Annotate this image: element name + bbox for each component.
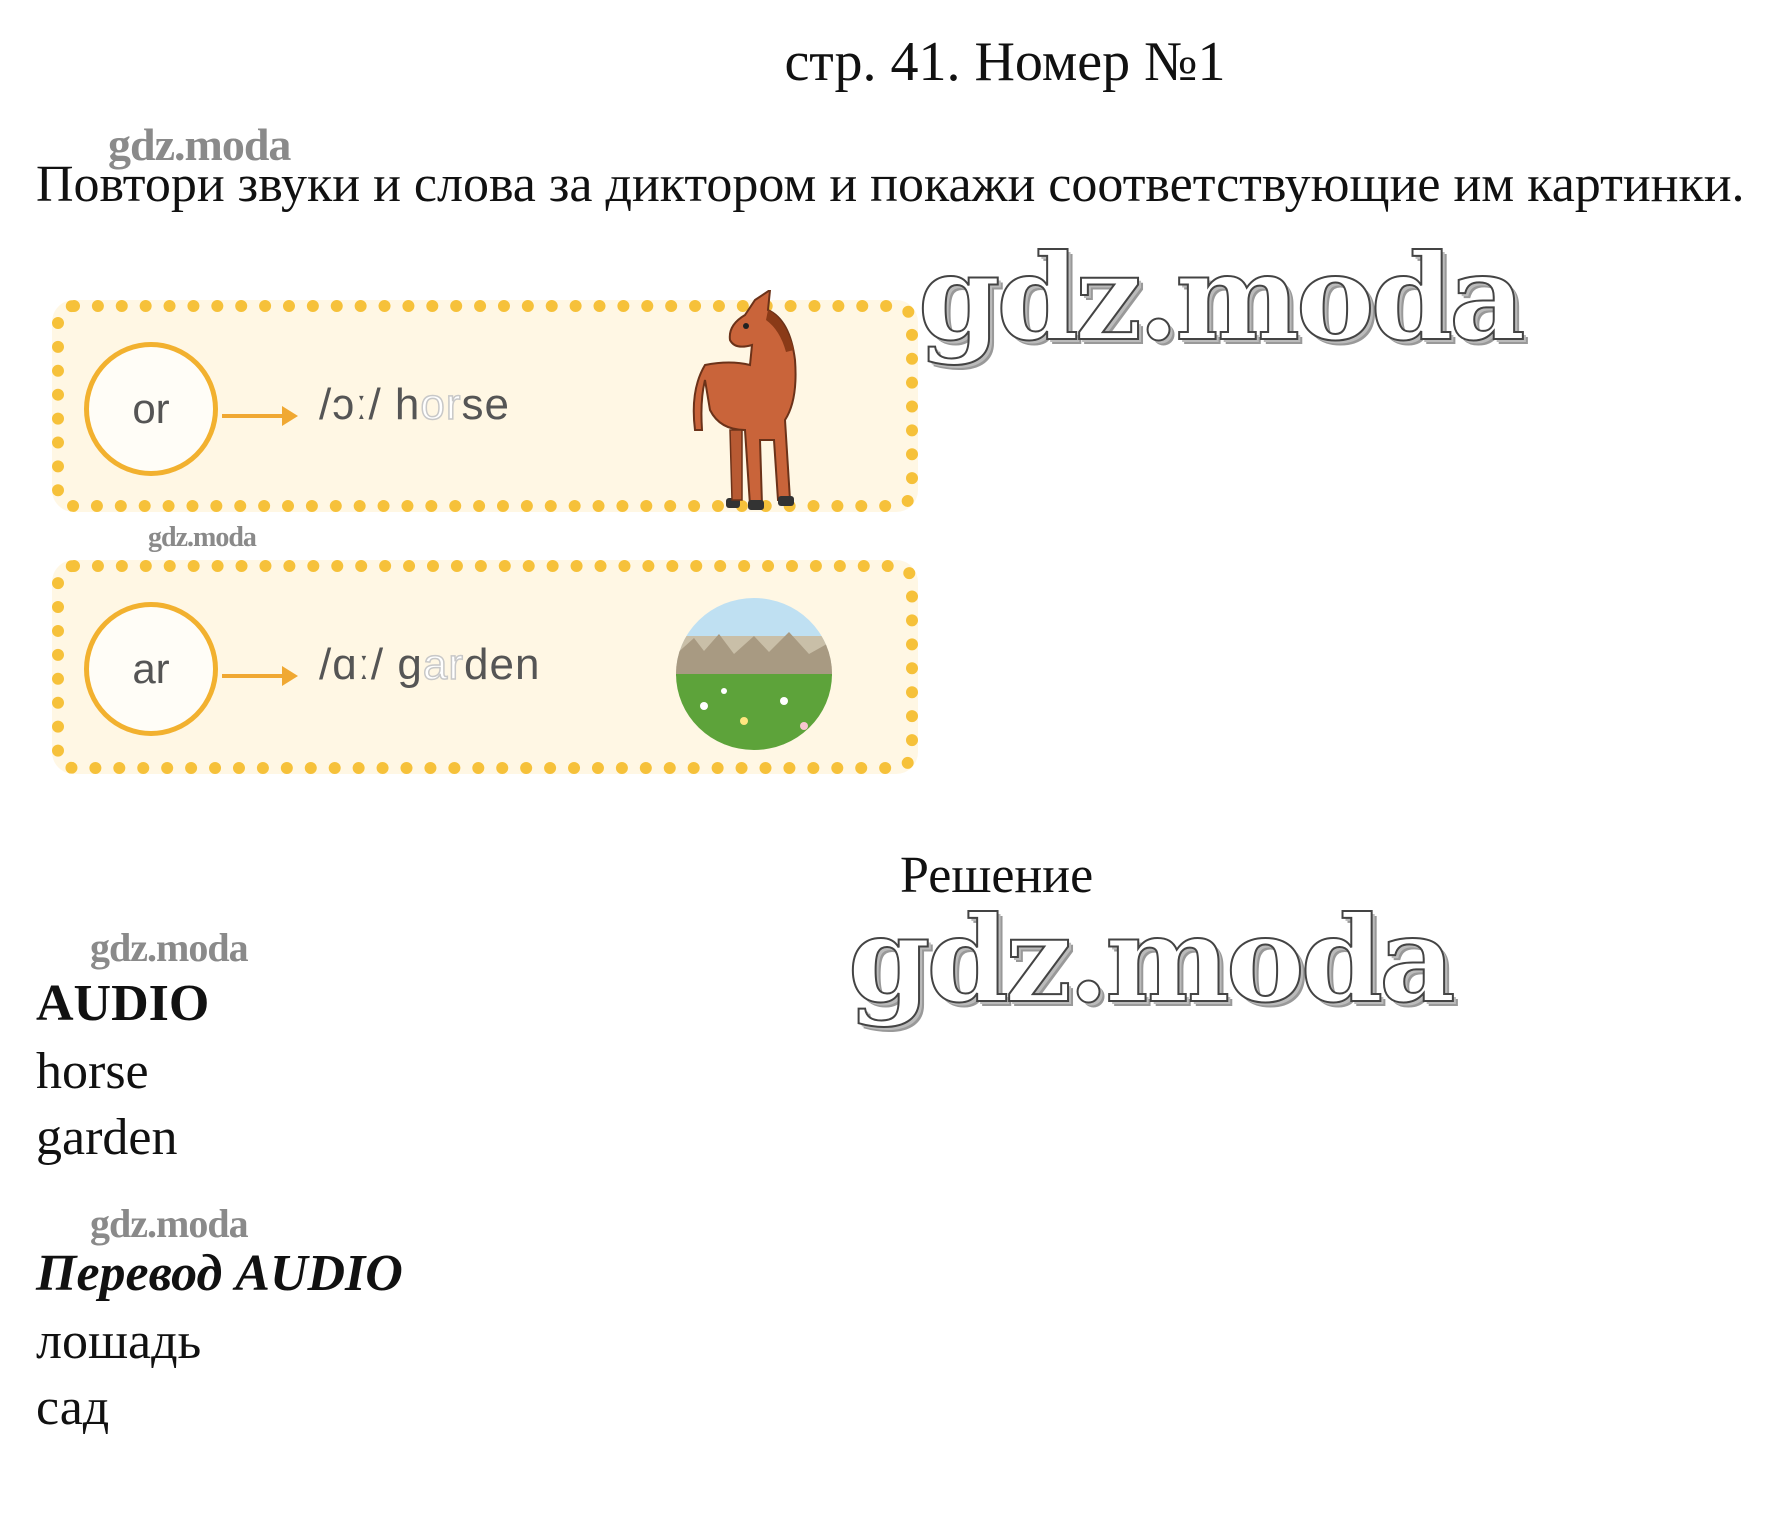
word-highlight: ar xyxy=(422,639,464,690)
arrow-icon xyxy=(222,666,298,686)
horse-illustration xyxy=(692,290,797,510)
page-header: стр. 41. Номер №1 xyxy=(784,31,1226,93)
word-highlight: or xyxy=(420,379,462,430)
sound-circle: or xyxy=(84,342,218,476)
word-part: den xyxy=(464,640,541,689)
audio-line: horse xyxy=(36,1043,149,1100)
audio-heading: AUDIO xyxy=(36,975,210,1032)
task-instruction: Повтори звуки и слова за диктором и пока… xyxy=(36,156,1745,213)
watermark-small: gdz.moda xyxy=(148,522,257,553)
watermark-large: gdz.moda xyxy=(847,889,1457,1030)
translation-line: сад xyxy=(36,1379,110,1436)
watermark-small: gdz.moda xyxy=(90,1201,249,1246)
ipa-symbol: /ɑː/ xyxy=(319,640,385,689)
audio-line: garden xyxy=(36,1109,178,1166)
word-part: h xyxy=(394,380,421,429)
garden-illustration xyxy=(676,598,832,750)
ipa-symbol: /ɔː/ xyxy=(319,380,382,429)
sound-circle: ar xyxy=(84,602,218,736)
word-part: g xyxy=(397,640,423,689)
watermark-small: gdz.moda xyxy=(108,119,291,170)
word-part: se xyxy=(461,380,511,429)
phonics-word: /ɔː/ horse xyxy=(319,379,511,430)
arrow-icon xyxy=(222,406,298,426)
translation-line: лошадь xyxy=(36,1313,202,1370)
watermark-large: gdz.moda xyxy=(917,227,1527,368)
translation-heading: Перевод AUDIO xyxy=(36,1245,403,1302)
phonics-word: /ɑː/ garden xyxy=(319,639,541,690)
solution-title: Решение xyxy=(900,847,1094,904)
watermark-small: gdz.moda xyxy=(90,925,249,970)
phonics-card-ar: ar /ɑː/ garden xyxy=(52,560,918,774)
